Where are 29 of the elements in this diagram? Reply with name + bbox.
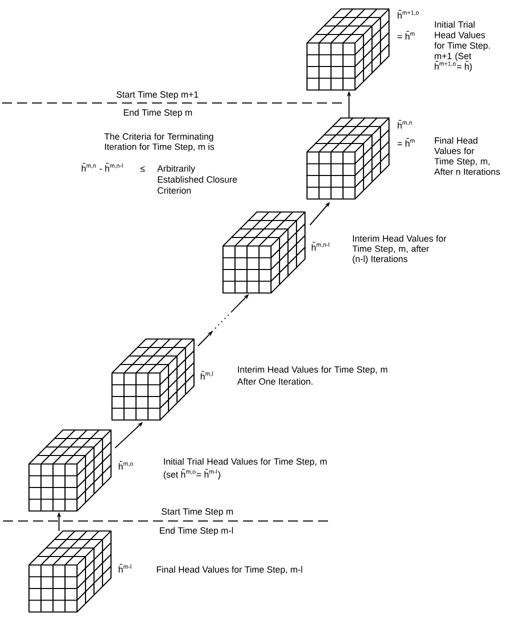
variable-label: h̄$^{m,l}$: [200, 370, 213, 380]
description-text: Final Head Values for Time Step, m, After n Iterations: [434, 137, 500, 175]
variable-label: h̄$^{m,n-l}$: [312, 242, 330, 251]
grid-cube: [28, 429, 112, 512]
grid-cube: [222, 211, 306, 294]
formula: h̄$^{m,n}$ - h̄$^{m,n-l}$: [82, 162, 123, 172]
description-text: Initial Trial Head Values for Time Step. m+1 (Set h̄$^{m+1,o}$= h̄): [434, 21, 490, 72]
step-label: End Time Step m: [124, 109, 192, 118]
step-label: Start Time Step m+1: [116, 91, 198, 100]
variable-label: h̄$^{m+1,o}$: [398, 10, 419, 19]
grid-cube: [28, 530, 112, 613]
variable-label: h̄$^{m,n}$: [398, 120, 412, 129]
description-text: Final Head Values for Time Step, m-l: [156, 566, 302, 574]
grid-cube: [306, 8, 390, 91]
equation-label: = h̄$^{m}$: [398, 138, 415, 147]
grid-cube: [111, 338, 195, 421]
variable-label: h̄$^{m,o}$: [118, 460, 133, 470]
step-label: Start Time Step m: [162, 508, 233, 516]
criterion-text: Arbitrarily Established Closure Criterion: [157, 165, 237, 194]
variable-label: h̄$^{m-l}$: [118, 564, 132, 573]
arrow: [198, 294, 249, 346]
inequality-sign: ≤: [140, 166, 145, 172]
description-text: Interim Head Values for Time Step, m After One Iteration.: [237, 366, 388, 385]
grid-cube: [306, 117, 390, 200]
description-text: Interim Head Values for Time Step, m, after (n-l) Iterations: [352, 235, 446, 264]
step-label: End Time Step m-l: [160, 527, 233, 536]
description-text: Initial Trial Head Values for Time Step, m (set h̄$^{m,o}$= h̄$^{m-l}$): [164, 458, 327, 480]
equation-label: = h̄$^{m}$: [398, 31, 415, 40]
criteria-text: The Criteria for Terminating Iteration for Time Step, m is: [104, 133, 214, 152]
